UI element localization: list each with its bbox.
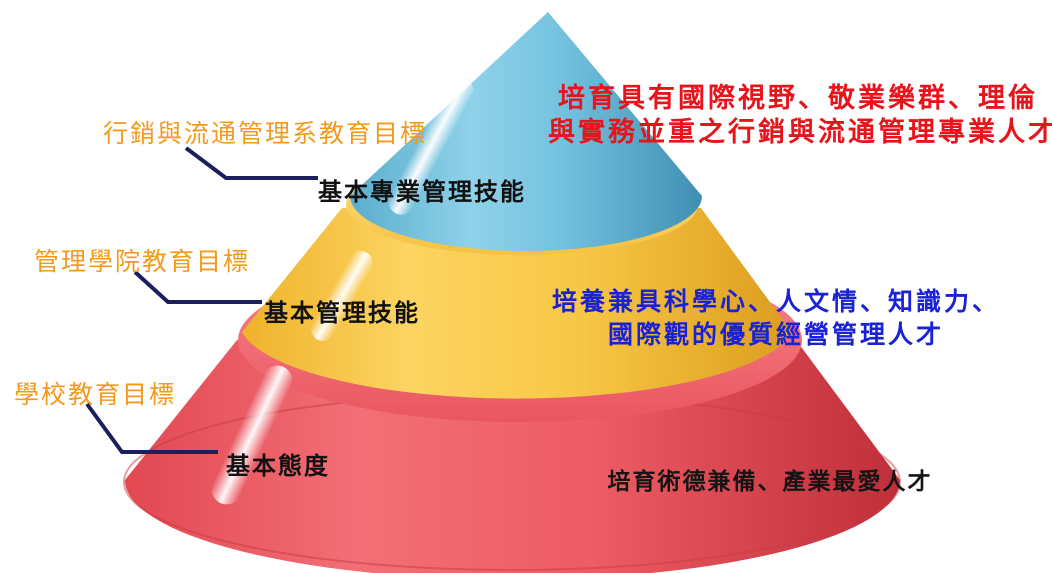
department-description: 培育具有國際視野、敬業樂群、理倫 與實務並重之行銷與流通管理專業人才 bbox=[548, 82, 1052, 150]
college-description-line: 培養兼具科學心、人文情、知識力、 bbox=[551, 287, 1000, 316]
department-description-line: 與實務並重之行銷與流通管理專業人才 bbox=[548, 117, 1052, 148]
department-skill-label: 基本專業管理技能 bbox=[318, 177, 526, 206]
college-level-section bbox=[242, 208, 792, 399]
college-skill-label: 基本管理技能 bbox=[264, 298, 420, 327]
highlight-streak bbox=[388, 77, 474, 215]
school-description-line: 培育術德兼備、產業最愛人才 bbox=[607, 468, 933, 495]
department-description-line: 培育具有國際視野、敬業樂群、理倫 bbox=[558, 83, 1038, 114]
department-goal-label: 行銷與流通管理系教育目標 bbox=[103, 119, 428, 148]
college-description-line: 國際觀的優質經營管理人才 bbox=[607, 320, 944, 349]
school-description: 培育術德兼備、產業最愛人才 bbox=[560, 462, 980, 496]
department-level-section bbox=[350, 12, 702, 251]
highlight-streak bbox=[311, 251, 373, 341]
college-connector-line bbox=[133, 270, 262, 304]
school-goal-label: 學校教育目標 bbox=[14, 380, 177, 409]
college-description: 培養兼具科學心、人文情、知識力、 國際觀的優質經營管理人才 bbox=[526, 285, 1026, 351]
highlight-streak bbox=[211, 365, 293, 505]
college-goal-label: 管理學院教育目標 bbox=[34, 247, 251, 276]
department-connector-line bbox=[184, 146, 318, 180]
school-skill-label: 基本態度 bbox=[226, 451, 330, 480]
school-connector-line bbox=[85, 402, 218, 454]
